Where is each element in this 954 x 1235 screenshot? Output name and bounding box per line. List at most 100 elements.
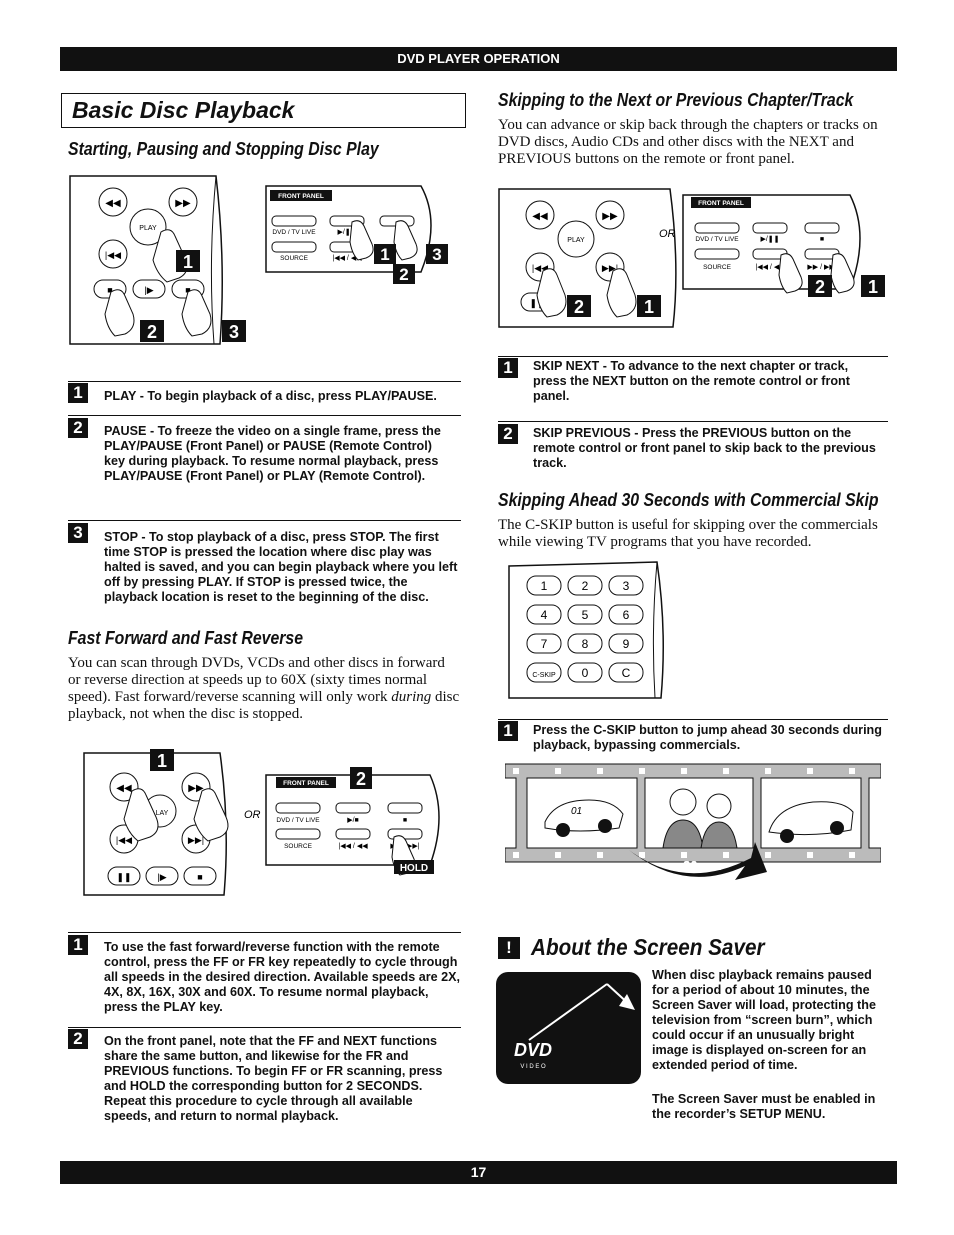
svg-text:▶▶: ▶▶ — [188, 783, 204, 794]
divider — [68, 932, 461, 933]
remote-frontpanel-illustration-3: ◀◀ ▶▶ PLAY |◀◀ ▶▶| ❚❚ 2 1 OR FRONT PANEL… — [498, 188, 885, 328]
svg-text:DVD / TV LIVE: DVD / TV LIVE — [276, 817, 320, 824]
keypad-key-label: 5 — [582, 608, 589, 622]
keypad-key — [567, 575, 603, 596]
step-number-1: 1 — [498, 358, 518, 378]
keypad-key-label: 6 — [623, 608, 630, 622]
svg-text:1: 1 — [644, 297, 654, 317]
svg-text:|◀◀ / ◀◀: |◀◀ / ◀◀ — [755, 264, 785, 271]
heading-skip-chapter: Skipping to the Next or Previous Chapter… — [498, 90, 854, 110]
svg-text:▶/■: ▶/■ — [347, 817, 359, 824]
step-stop-text: STOP - To stop playback of a disc, press… — [104, 530, 458, 604]
heading-ff-fr: Fast Forward and Fast Reverse — [68, 628, 304, 648]
callout-1: 1 — [183, 252, 193, 272]
svg-text:FRONT PANEL: FRONT PANEL — [698, 200, 744, 207]
keypad-key-label: C-SKIP — [532, 672, 556, 679]
step-pause-text: PAUSE - To freeze the video on a single … — [104, 424, 441, 483]
divider — [498, 356, 888, 357]
svg-text:▶▶: ▶▶ — [175, 198, 191, 209]
svg-text:OR: OR — [659, 228, 676, 240]
dvd-logo-sub: V I D E O — [520, 1064, 546, 1070]
step-number-1: 1 — [498, 721, 518, 741]
svg-text:|▶: |▶ — [144, 285, 153, 295]
keypad-key-label: 3 — [623, 579, 630, 593]
svg-text:▶/❚❚: ▶/❚❚ — [760, 235, 779, 243]
step-ff-panel-text: On the front panel, note that the FF and… — [104, 1034, 443, 1123]
divider — [68, 1027, 461, 1028]
keypad-key — [526, 575, 562, 596]
step-number-2: 2 — [498, 424, 518, 444]
keypad-key — [608, 604, 644, 625]
svg-text:■: ■ — [403, 817, 407, 824]
divider — [68, 415, 461, 416]
keypad-key — [567, 633, 603, 654]
step-ff-remote-text: To use the fast forward/reverse function… — [104, 940, 461, 1014]
svg-text:1: 1 — [157, 751, 167, 771]
divider — [498, 421, 888, 422]
keypad-key-label: 1 — [541, 579, 548, 593]
callout-3: 3 — [229, 322, 239, 342]
remote-frontpanel-illustration-2: ◀◀ ▶▶ LAY |◀◀ ▶▶| ❚❚ |▶ ■ 1 OR FRONT PAN… — [83, 749, 440, 896]
keypad-key-label: 0 — [582, 666, 589, 680]
screen-saver-para-1: When disc playback remains paused for a … — [652, 968, 876, 1072]
step-play-text: PLAY - To begin playback of a disc, pres… — [104, 389, 437, 403]
heading-commercial-skip: Skipping Ahead 30 Seconds with Commercia… — [498, 490, 879, 510]
step-cskip-text: Press the C-SKIP button to jump ahead 30… — [533, 723, 882, 752]
svg-text:▶▶|: ▶▶| — [188, 835, 204, 845]
hold-label: HOLD — [400, 863, 428, 874]
keypad-key — [567, 604, 603, 625]
svg-text:SOURCE: SOURCE — [284, 843, 312, 850]
svg-text:◀◀: ◀◀ — [105, 198, 121, 209]
svg-text:1: 1 — [380, 245, 389, 264]
svg-text:2: 2 — [574, 297, 584, 317]
svg-text:PLAY: PLAY — [567, 237, 585, 244]
keypad-key — [526, 633, 562, 654]
svg-text:2: 2 — [815, 277, 825, 297]
step-skip-next-text: SKIP NEXT - To advance to the next chapt… — [533, 359, 850, 403]
step-number-2: 2 — [68, 418, 88, 438]
svg-text:❚❚: ❚❚ — [529, 298, 544, 309]
dvd-logo-text: DVD — [514, 1040, 552, 1060]
keypad-key-label: 4 — [541, 608, 548, 622]
svg-text:|◀◀: |◀◀ — [116, 835, 132, 845]
svg-text:LAY: LAY — [156, 810, 169, 817]
warning-badge: ! — [498, 937, 520, 959]
step-number-2: 2 — [68, 1029, 88, 1049]
svg-text:FRONT PANEL: FRONT PANEL — [283, 780, 329, 787]
step-number-3: 3 — [68, 523, 88, 543]
heading-screen-saver: About the Screen Saver — [531, 934, 765, 960]
svg-text:▶/❚❚: ▶/❚❚ — [337, 228, 356, 236]
svg-text:|◀◀ / ◀◀: |◀◀ / ◀◀ — [332, 255, 362, 262]
keypad-key-label: 8 — [582, 637, 589, 651]
svg-text:3: 3 — [432, 245, 441, 264]
svg-text:01: 01 — [571, 806, 582, 817]
svg-text:2: 2 — [356, 769, 366, 789]
skip-intro: You can advance or skip back through the… — [498, 117, 878, 167]
remote-frontpanel-illustration-1: ◀◀ ▶▶ PLAY |◀◀ ■ |▶ ■ 1 2 3 FRONT PANEL … — [69, 175, 448, 345]
keypad-key-label: 9 — [623, 637, 630, 651]
svg-text:■: ■ — [107, 285, 112, 295]
svg-text:◀◀: ◀◀ — [532, 211, 548, 222]
svg-text:❚❚: ❚❚ — [116, 872, 131, 883]
svg-text:|◀◀ / ◀◀: |◀◀ / ◀◀ — [338, 843, 368, 850]
svg-text:|▶: |▶ — [157, 872, 166, 882]
keypad-key-label: 7 — [541, 637, 548, 651]
svg-text:▶▶|: ▶▶| — [602, 263, 618, 273]
callout-2: 2 — [147, 322, 157, 342]
dvd-tv-live-label: DVD / TV LIVE — [272, 229, 316, 236]
filmstrip-illustration: 01 30 sec — [505, 763, 881, 880]
keypad-key — [526, 662, 562, 683]
svg-text:|◀◀: |◀◀ — [105, 250, 121, 260]
page-number: 17 — [470, 1164, 487, 1180]
screen-saver-illustration: DVD V I D E O — [496, 972, 641, 1084]
heading-start-pause-stop: Starting, Pausing and Stopping Disc Play — [68, 139, 379, 159]
keypad-key — [608, 633, 644, 654]
svg-text:DVD / TV LIVE: DVD / TV LIVE — [695, 236, 739, 243]
screen-saver-para-2: The Screen Saver must be enabled in the … — [652, 1092, 876, 1121]
source-label: SOURCE — [280, 255, 308, 262]
main-title: Basic Disc Playback — [72, 97, 295, 123]
svg-text:■: ■ — [820, 236, 824, 243]
svg-text:◀◀: ◀◀ — [116, 783, 132, 794]
step-number-1: 1 — [68, 935, 88, 955]
